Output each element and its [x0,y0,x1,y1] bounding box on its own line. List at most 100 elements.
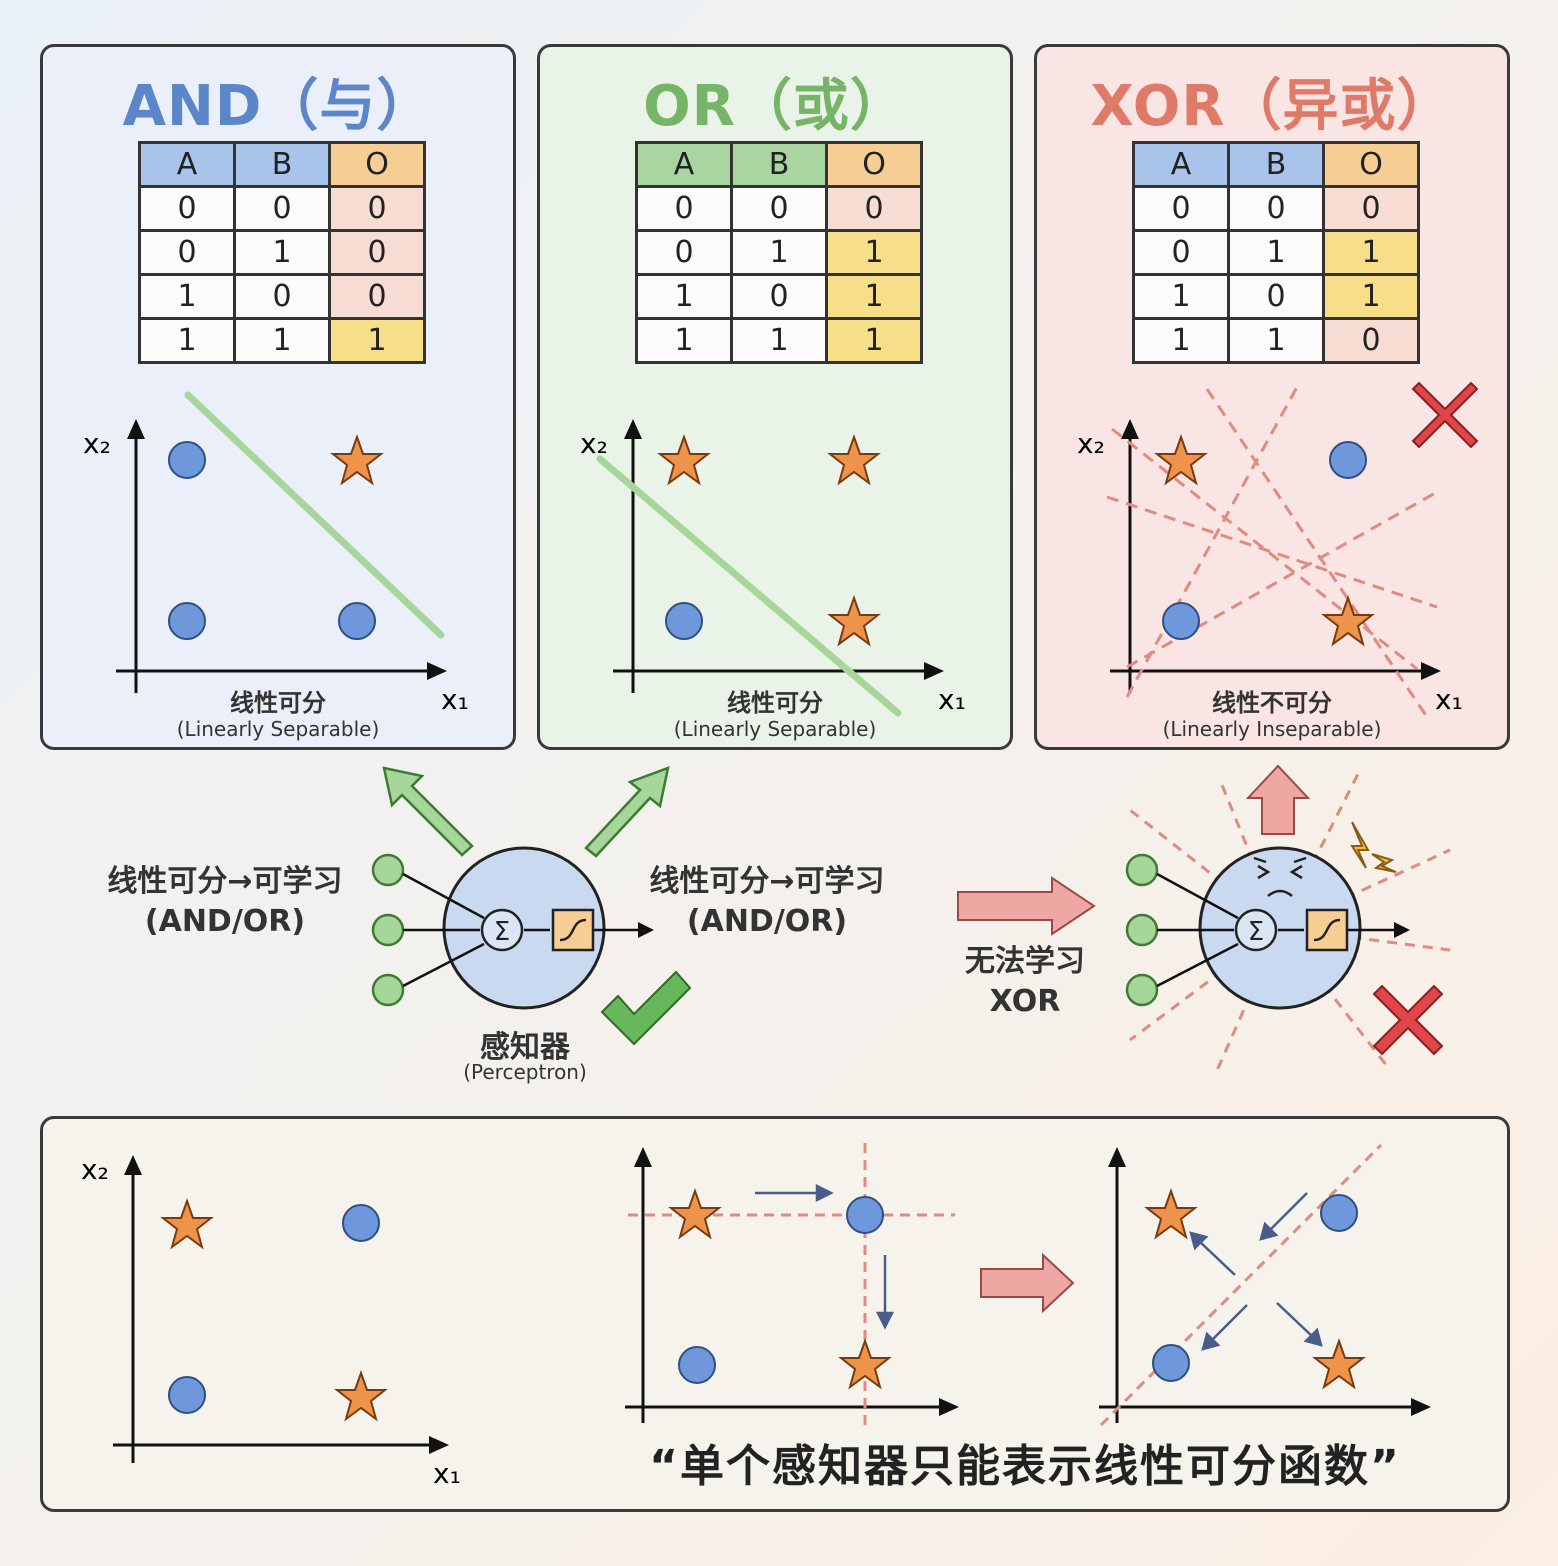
table-cell: 1 [140,319,235,363]
table-cell: 1 [827,231,922,275]
point-circle [169,442,205,478]
and-plot: x₂ x₁ [43,377,513,717]
table-cell: 0 [140,187,235,231]
table-cell: 0 [235,275,330,319]
table-cell: 0 [235,187,330,231]
and-caption: 线性可分 [43,683,513,718]
and-title: AND（与） [43,61,513,142]
point-circle [1153,1345,1189,1381]
table-header: A [140,143,235,187]
table-cell: 0 [1229,275,1324,319]
table-cell: 1 [1134,319,1229,363]
input-node [373,915,403,945]
table-cell: 0 [1134,231,1229,275]
table-header: O [1324,143,1419,187]
y-axis-arrow-icon [124,1155,142,1175]
x-axis-arrow-icon [1421,662,1441,680]
y-axis-label: x₂ [580,427,608,460]
lightning-icon [1352,822,1396,872]
table-header: O [330,143,425,187]
point-circle [1163,603,1199,639]
and-truth-table: A B O 0 0 0 0 1 0 1 0 0 1 1 1 [138,141,426,364]
point-star [830,437,878,483]
point-star [1147,1191,1195,1237]
cannot-learn-text: 无法学习 XOR [935,942,1115,1022]
table-cell: 1 [140,275,235,319]
point-star [1315,1341,1363,1387]
point-star [660,437,708,483]
table-cell: 1 [827,319,922,363]
table-header: B [732,143,827,187]
x-axis-arrow-icon [939,1398,959,1416]
cannot-learn-line1: 无法学习 [935,942,1115,982]
table-header: B [235,143,330,187]
perceptron-sublabel: (Perceptron) [430,1060,620,1084]
and-caption-sub: (Linearly Separable) [43,717,513,741]
x-axis-arrow-icon [1411,1398,1431,1416]
cannot-learn-line2: XOR [935,982,1115,1022]
sigma-symbol: Σ [1248,917,1264,947]
and-panel: AND（与） A B O 0 0 0 0 1 0 1 0 0 1 1 1 [40,44,516,750]
learnable-line1: 线性可分→可学习 [622,862,912,902]
point-star [337,1373,385,1419]
input-node [1127,975,1157,1005]
table-cell: 0 [637,187,732,231]
point-circle [169,603,205,639]
x-axis-label: x₁ [433,1457,461,1490]
table-cell: 0 [330,275,425,319]
point-star [1324,598,1372,644]
xor-caption-sub: (Linearly Inseparable) [1037,717,1507,741]
y-axis-label: x₂ [83,427,111,460]
sigma-symbol: Σ [494,917,510,947]
table-cell: 1 [235,231,330,275]
swap-arrows [1191,1193,1321,1349]
xor-caption: 线性不可分 [1037,683,1507,718]
point-circle [343,1205,379,1241]
table-cell: 1 [827,275,922,319]
arrow-right-icon [958,878,1094,934]
table-cell: 1 [1229,231,1324,275]
point-circle [339,603,375,639]
table-cell: 1 [1324,231,1419,275]
table-cell: 0 [330,187,425,231]
failed-separator-lines [1107,387,1437,717]
conclusion-quote: “单个感知器只能表示线性可分函数” [575,1430,1475,1494]
table-cell: 1 [1229,319,1324,363]
y-axis-arrow-icon [1108,1147,1126,1167]
or-caption: 线性可分 [540,683,1010,718]
input-node [373,975,403,1005]
table-cell: 0 [637,231,732,275]
table-cell: 1 [235,319,330,363]
table-cell: 0 [330,231,425,275]
table-header: O [827,143,922,187]
cross-icon [1405,375,1485,455]
y-axis-arrow-icon [127,419,145,439]
point-star [841,1341,889,1387]
y-axis-label: x₂ [1077,427,1105,460]
input-node [373,855,403,885]
xor-truth-table: A B O 0 0 0 0 1 1 1 0 1 1 1 0 [1132,141,1420,364]
diagonal-dashed-line [1101,1145,1381,1425]
table-header: A [1134,143,1229,187]
cross-icon [1374,986,1442,1054]
xor-panel: XOR（异或） A B O 0 0 0 0 1 1 1 0 1 1 1 0 [1034,44,1510,750]
table-cell: 0 [1229,187,1324,231]
or-panel: OR（或） A B O 0 0 0 0 1 1 1 0 1 1 1 1 [537,44,1013,750]
table-cell: 0 [732,187,827,231]
table-cell: 0 [732,275,827,319]
x-axis-arrow-icon [429,1436,449,1454]
table-cell: 0 [140,231,235,275]
point-star [333,437,381,483]
table-cell: 1 [1324,275,1419,319]
point-circle [679,1347,715,1383]
point-circle [1330,442,1366,478]
table-cell: 0 [1324,319,1419,363]
input-node [1127,915,1157,945]
y-axis-label: x₂ [81,1153,109,1186]
arrow-up-left-icon [384,768,472,855]
x-axis-arrow-icon [427,662,447,680]
xor-title: XOR（异或） [1037,61,1507,142]
table-cell: 1 [732,231,827,275]
learnable-text-left: 线性可分→可学习 (AND/OR) [80,862,370,942]
output-arrow-icon [1394,922,1410,938]
